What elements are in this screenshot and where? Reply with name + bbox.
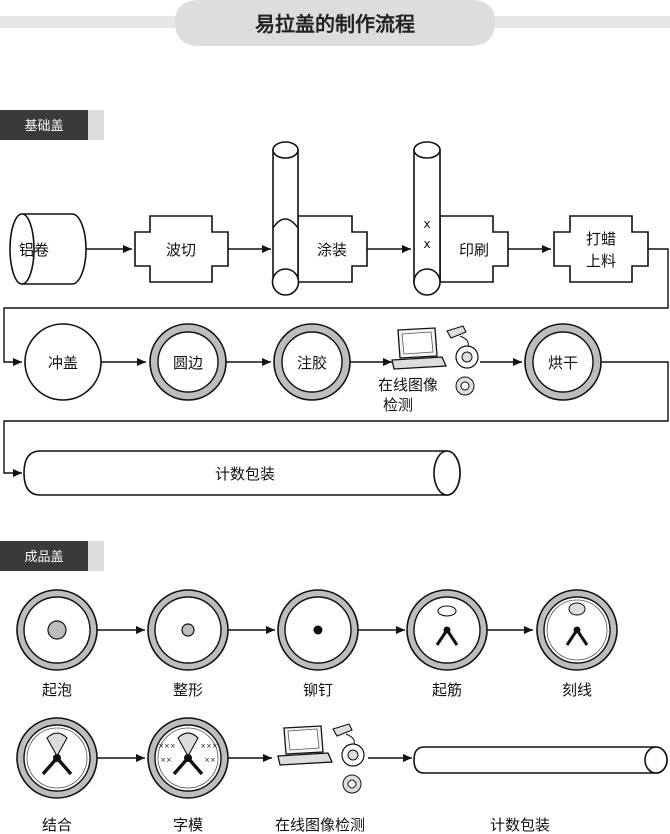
drying-ring [524,323,602,401]
step-online-inspection: 在线图像 [378,376,438,394]
step-embossing: 字模 [173,816,203,834]
title-band: 易拉盖的制作流程 [0,0,670,46]
waxing-box [553,215,649,283]
curling-ring [149,323,227,401]
print-mark: x [423,217,430,231]
rivet-cap [277,589,359,671]
scoring-cap [536,589,618,671]
inspection-laptop-icon [391,327,447,370]
svg-text:××: ×× [160,756,172,764]
glue-ring [273,323,351,401]
combining-cap [16,717,98,799]
step-scoring: 刻线 [562,681,592,699]
section-base-label: 基础盖 [24,119,63,134]
counting-packing-tube [413,746,668,774]
step-coating: 涂装 [317,241,347,259]
inspection-camera-icon [446,325,479,396]
step-aluminum-coil: 铝卷 [19,241,49,259]
flow-connector [3,248,669,366]
section-finished-label: 成品盖 [24,550,63,565]
coating-roller-icon [271,141,368,296]
inspection-laptop-icon [277,725,333,766]
step-wave-cut: 波切 [166,241,196,259]
step-curling: 圆边 [173,354,203,372]
svg-text:××: ×× [204,756,216,764]
section-label-finished: 成品盖 [0,541,104,571]
page-title: 易拉盖的制作流程 [255,12,415,36]
step-ribbing: 起筋 [432,681,462,699]
step-drying: 烘干 [548,354,578,372]
step-glue: 注胶 [297,354,327,372]
aluminum-coil-icon [9,213,87,285]
flow-connector [3,361,669,477]
svg-text:×××: ××× [200,742,218,750]
step-online-inspection: 在线图像检测 [275,816,365,834]
printing-roller-icon: x x [413,141,509,296]
step-punch-cap: 冲盖 [48,354,78,372]
inspection-camera-icon [332,723,365,794]
ribbing-cap [406,589,488,671]
step-waxing: 打蜡 [586,230,616,248]
bubble-cap [16,589,98,671]
print-mark: x [423,237,430,251]
step-combining: 结合 [42,816,72,834]
embossing-cap: ××× ×× ××× ×× [147,717,229,799]
step-shaping: 整形 [173,681,203,699]
step-detection: 检测 [383,396,413,414]
shaping-cap [147,589,229,671]
svg-text:×××: ××× [158,742,176,750]
step-bubble: 起泡 [42,681,72,699]
wave-cut-box [134,215,229,283]
step-count-pack: 计数包装 [215,465,275,483]
step-loading: 上料 [586,252,616,270]
step-printing: 印刷 [459,241,489,259]
counting-packing-tube [23,450,461,496]
section-label-base: 基础盖 [0,110,104,140]
step-rivet: 铆钉 [303,681,333,699]
step-count-pack: 计数包装 [490,816,550,834]
